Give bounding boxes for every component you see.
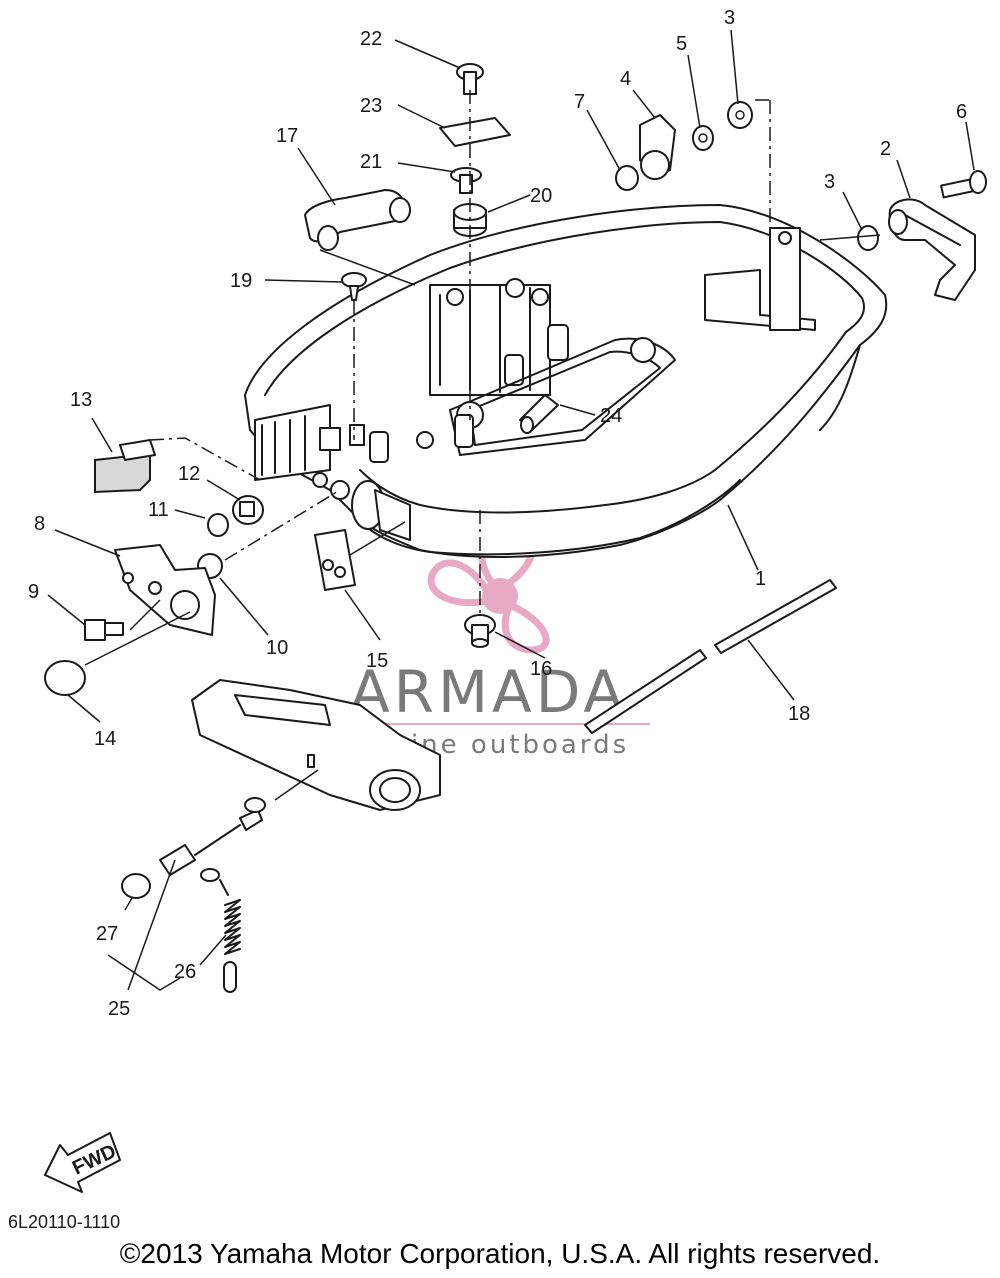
callout-18: 18: [788, 703, 810, 725]
screw-19-part: [341, 272, 367, 301]
callout-27: 27: [96, 923, 118, 945]
handle-17-part: [304, 189, 411, 251]
bolt-6-part: [940, 170, 987, 199]
grommet-12-part: [232, 495, 264, 525]
callout-17: 17: [276, 125, 298, 147]
cable-25-part: [159, 797, 266, 876]
callout-3-lower: 3: [824, 171, 835, 193]
callout-19: 19: [230, 270, 252, 292]
callout-22: 22: [360, 28, 382, 50]
callout-6: 6: [956, 101, 967, 123]
nut-3-lower-part: [857, 225, 879, 251]
bolt-22-part: [456, 63, 484, 95]
collar-21-part: [450, 167, 482, 194]
callout-15: 15: [366, 650, 388, 672]
plate-4-part: [639, 114, 676, 180]
callout-9: 9: [28, 581, 39, 603]
spring-26-part: [200, 868, 241, 993]
fitting-16-part: [464, 614, 496, 648]
callout-8: 8: [34, 513, 45, 535]
forward-direction-arrow-icon: FWD: [44, 1132, 121, 1193]
callout-25: 25: [108, 998, 130, 1020]
sensor-24-part: [519, 394, 559, 434]
watermark-brand: ARMADA: [350, 658, 627, 726]
clip-11-part: [207, 513, 229, 537]
callout-21: 21: [360, 151, 382, 173]
nut-7-part: [615, 165, 639, 191]
callout-14: 14: [94, 728, 116, 750]
callout-24: 24: [600, 405, 622, 427]
callout-11: 11: [148, 499, 169, 521]
callout-10: 10: [266, 637, 288, 659]
bolt-9-part: [84, 619, 124, 641]
callout-23: 23: [360, 95, 382, 117]
diagram-code: 6L20110-1110: [8, 1212, 121, 1232]
plate-15-part: [314, 529, 356, 591]
bottom-cowling-part: [244, 204, 888, 558]
cap-27-part: [121, 873, 151, 899]
copyright-notice: ©2013 Yamaha Motor Corporation, U.S.A. A…: [119, 1238, 881, 1269]
shift-cover-part: [191, 679, 441, 811]
leader-lines: [47, 29, 975, 991]
callout-7: 7: [574, 91, 585, 113]
callout-20: 20: [530, 185, 552, 207]
callout-16: 16: [530, 658, 552, 680]
callout-4: 4: [620, 68, 631, 90]
cap-13-part: [94, 439, 156, 494]
callout-1: 1: [755, 568, 766, 590]
callout-12: 12: [178, 463, 200, 485]
rod-18-part: [584, 579, 837, 734]
plate-23-part: [439, 117, 511, 147]
callout-5: 5: [676, 33, 687, 55]
callout-numbers: 1 2 3 3 4 5 6 7 8 9 10 11 12 13 14 15 16…: [28, 7, 967, 1020]
callout-13: 13: [70, 389, 92, 411]
callout-26: 26: [174, 961, 196, 983]
bracket-2-part: [888, 198, 976, 301]
callout-3-upper: 3: [724, 7, 735, 29]
callout-2: 2: [880, 138, 891, 160]
plug-14-part: [44, 660, 86, 696]
